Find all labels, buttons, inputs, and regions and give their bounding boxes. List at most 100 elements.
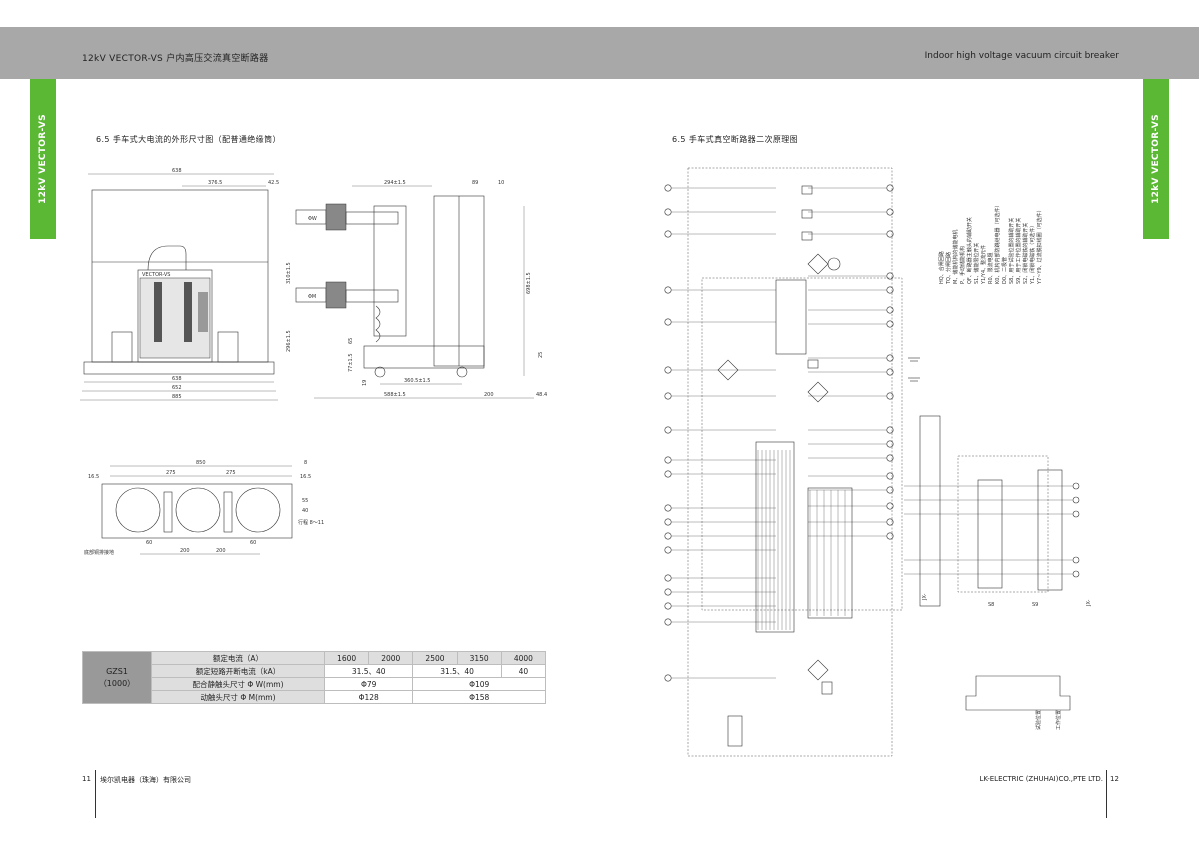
dim-200: 200 [484, 392, 494, 398]
dim-638-top: 638 [172, 168, 182, 174]
legend-item: S1、储能限位开关 [973, 243, 980, 284]
plan-view-drawing: 850 8 16.5 16.5 275 275 55 40 行程 8～11 60… [84, 460, 324, 556]
table-cell: Φ128 [323, 690, 414, 704]
dim-16a: 16.5 [88, 474, 99, 480]
test-pos-label: 试验位置 [1035, 710, 1042, 730]
legend-item: K0、机构内部防跳继电器（可选件） [994, 203, 1001, 284]
legend-item: M、储能机构的储能电机 [952, 230, 959, 284]
dim-25: 25 [538, 352, 544, 358]
terminal-left [664, 230, 672, 238]
legend-item: Y7~Y9、过流脱扣线圈（可选件） [1036, 207, 1043, 285]
terminal-left [664, 470, 672, 478]
front-view-drawing: 638 376.5 42.5 VECTOR-VS 638 652 885 [80, 168, 279, 401]
footer-right-company: LK-ELECTRIC (ZHUHAI)CO.,PTE LTD. [979, 775, 1103, 783]
model-cell: GZS1 （1000） [82, 651, 152, 704]
footer-right-divider [1106, 770, 1107, 818]
legend-item: HQ、合闸回路 [938, 251, 945, 284]
footer-left-divider [95, 770, 96, 818]
dim-89: 89 [472, 180, 478, 186]
footer-left-company: 埃尔凯电器（珠海）有限公司 [100, 776, 191, 784]
phi-m: ΦM [308, 294, 316, 300]
legend-item: QF、断路器主触头的辅助开关 [966, 217, 973, 284]
right-section-title: 6.5 手车式真空断路器二次原理图 [672, 135, 799, 144]
terminal-left [664, 618, 672, 626]
terminal-left [664, 184, 672, 192]
row-label: 配合静触头尺寸 Φ W(mm) [151, 677, 325, 691]
legend-item: S9、用于工作位置的辅助开关 [1015, 218, 1022, 284]
terminal-far [1072, 570, 1080, 578]
side-tab-right-label: 12kV VECTOR-VS [1151, 114, 1161, 204]
terminal-left [664, 456, 672, 464]
dim-200b: 200 [216, 548, 226, 554]
legend-item: S2、闭锁电磁铁的辅助开关 [1022, 223, 1029, 284]
terminal-left [664, 286, 672, 294]
footer-right-page: 12 [1110, 775, 1119, 783]
dim-65: 65 [348, 338, 354, 344]
dim-60a: 60 [146, 540, 152, 546]
row-label: 额定电流（A） [151, 651, 325, 665]
legend-item: S8、用于试验位置的辅助开关 [1008, 218, 1015, 284]
dim-296: 296±1.5 [286, 330, 292, 352]
dim-19: 19 [362, 380, 368, 386]
ground-note: 底部铜排接地 [84, 549, 114, 556]
side-tab-left: 12kV VECTOR-VS [30, 79, 56, 239]
terminal-right [886, 320, 894, 328]
terminal-left [664, 588, 672, 596]
table-cell: 2500 [412, 651, 458, 665]
table-cell: 31.5、40 [412, 664, 502, 678]
dim-40: 40 [302, 508, 308, 514]
terminal-far [1072, 482, 1080, 490]
jx-label-2: JX- [1086, 599, 1092, 607]
terminal-left [664, 674, 672, 682]
terminal-right [886, 502, 894, 510]
dim-652: 652 [172, 385, 182, 391]
terminal-left [664, 426, 672, 434]
schematic-diagram: JX- S8 S9 JX- 试验位置 工作位置 [664, 167, 1092, 757]
terminal-left [664, 574, 672, 582]
terminal-left [664, 532, 672, 540]
terminal-left [664, 208, 672, 216]
dim-60b: 60 [250, 540, 256, 546]
side-tab-right: 12kV VECTOR-VS [1143, 79, 1169, 239]
dim-10: 10 [498, 180, 504, 186]
terminal-far [1072, 510, 1080, 518]
dim-8: 8 [304, 460, 307, 466]
schematic-legend: HQ、合闸回路 TQ、分闸回路 M、储能机构的储能电机 P、手动储能机构 QF、… [938, 203, 1043, 285]
terminal-far [1072, 496, 1080, 504]
dim-310: 310±1.5 [286, 262, 292, 284]
dim-42: 42.5 [268, 180, 279, 186]
dim-55: 55 [302, 498, 308, 504]
table-cell: Φ158 [412, 690, 546, 704]
header-right-title: Indoor high voltage vacuum circuit break… [924, 51, 1119, 61]
row-label: 额定短路开断电流（kA） [151, 664, 325, 678]
table-cell: 31.5、40 [323, 664, 414, 678]
phi-w: ΦW [308, 216, 317, 222]
legend-item: P、手动储能机构 [959, 246, 966, 284]
dim-484: 48.4 [536, 392, 547, 398]
table-cell: 4000 [500, 651, 547, 665]
dim-294: 294±1.5 [384, 180, 406, 186]
device-label: VECTOR-VS [142, 272, 170, 278]
terminal-left [664, 546, 672, 554]
dim-850: 850 [196, 460, 206, 466]
terminal-far [1072, 556, 1080, 564]
dim-376: 376.5 [208, 180, 222, 186]
dim-77: 77±1.5 [348, 353, 354, 372]
legend-item: D0、二极管 [1001, 257, 1008, 284]
terminal-left [664, 366, 672, 374]
terminal-left [664, 318, 672, 326]
dim-275b: 275 [226, 470, 236, 476]
s9-label: S9 [1032, 602, 1038, 608]
footer-left-page: 11 [82, 775, 91, 783]
legend-item: Y1/Y4、整流元件 [980, 245, 987, 285]
side-tab-left-label: 12kV VECTOR-VS [38, 114, 48, 204]
dim-698: 698±1.5 [526, 272, 532, 294]
model-name: GZS1 [106, 666, 128, 676]
spec-table: GZS1 （1000） 额定电流（A） 1600 2000 2500 3150 … [82, 651, 547, 704]
s8-label: S8 [988, 602, 994, 608]
dim-275a: 275 [166, 470, 176, 476]
dim-16b: 16.5 [300, 474, 311, 480]
row-label: 动触头尺寸 Φ M(mm) [151, 690, 325, 704]
side-view-drawing: 294±1.5 89 10 ΦW ΦM 698±1.5 310±1.5 296±… [286, 180, 547, 399]
legend-item: Y1、闭锁电磁铁（可选件） [1029, 223, 1036, 285]
